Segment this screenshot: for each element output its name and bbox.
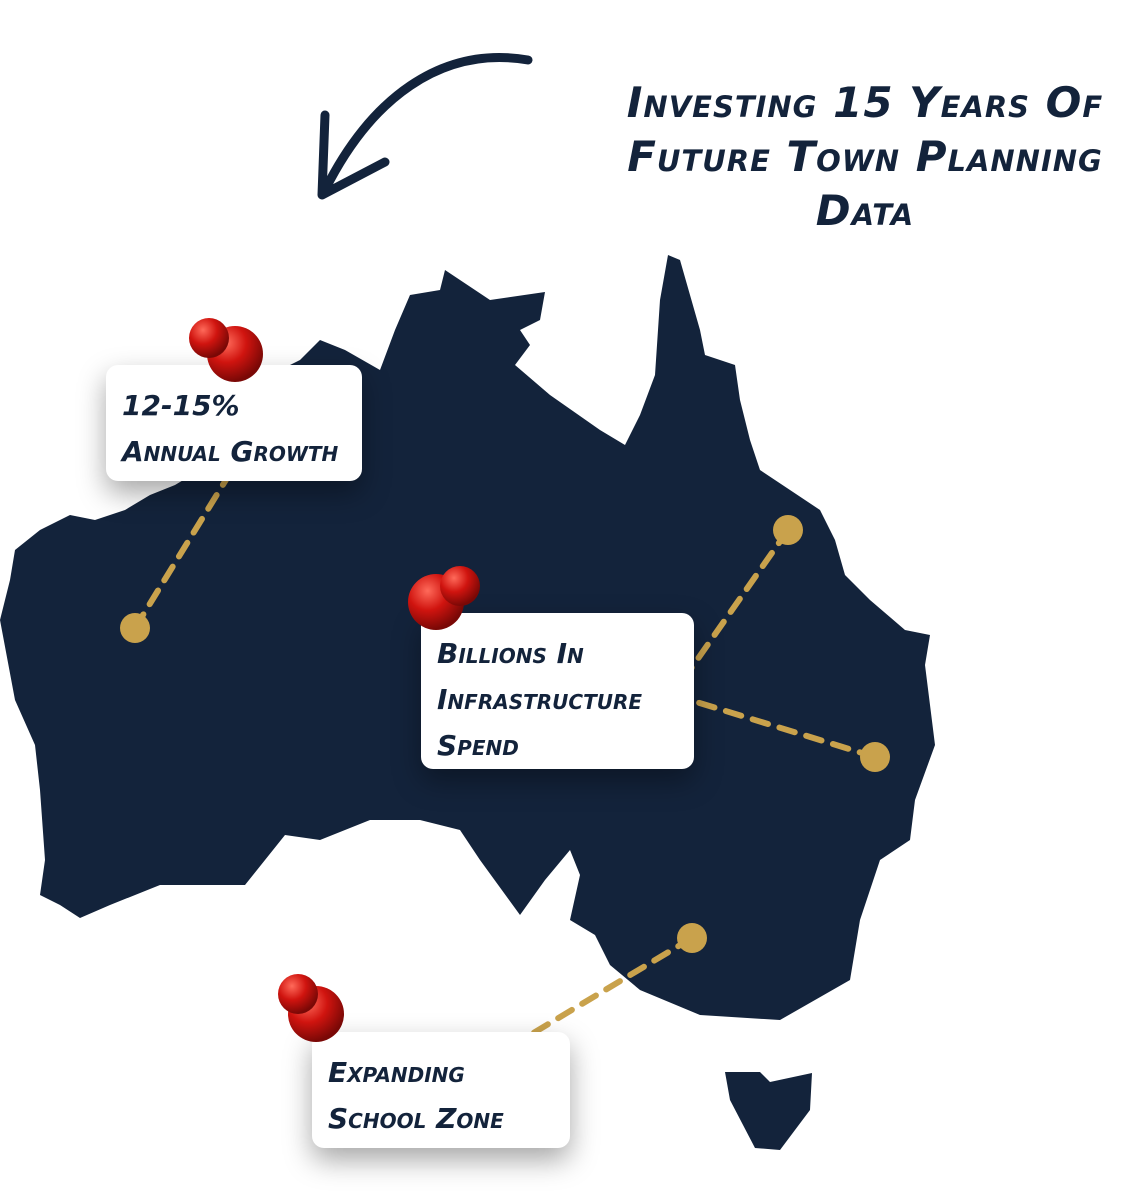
arrow-icon — [317, 53, 533, 200]
page-title: Investing 15 Years Of Future Town Planni… — [626, 78, 1104, 235]
tasmania — [725, 1072, 812, 1150]
location-dot-icon — [773, 515, 803, 545]
location-dot-icon — [677, 923, 707, 953]
pushpin-icon — [408, 566, 480, 630]
school-zone-card: Expanding School Zone — [312, 1032, 570, 1148]
connector-line — [687, 527, 791, 673]
card-label: 12-15% Annual Growth — [122, 389, 339, 468]
location-dot-icon — [120, 613, 150, 643]
pushpin-icon — [189, 318, 263, 382]
connector-line — [527, 935, 695, 1038]
connector-line — [687, 697, 878, 760]
card-label: Billions In Infrastructure Spend — [437, 637, 643, 762]
connector-line — [132, 467, 235, 631]
pushpin-icon — [278, 974, 344, 1042]
growth-card: 12-15% Annual Growth — [106, 365, 362, 481]
location-dot-icon — [860, 742, 890, 772]
infrastructure-card: Billions In Infrastructure Spend — [421, 613, 694, 769]
card-label: Expanding School Zone — [328, 1056, 504, 1135]
